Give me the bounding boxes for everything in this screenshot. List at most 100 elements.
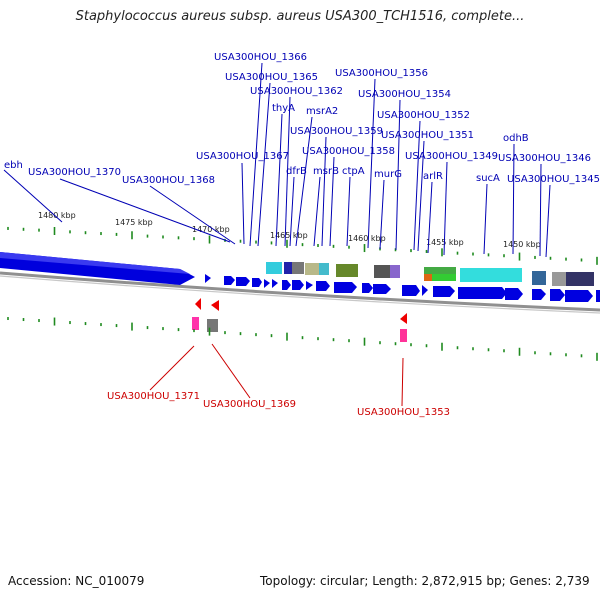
gene-label: USA300HOU_1367 (196, 151, 289, 162)
gene-label: USA300HOU_1351 (381, 130, 474, 141)
feature-box (390, 265, 400, 278)
gene-arrow (292, 280, 304, 290)
gene-leader-line (443, 161, 448, 256)
scale-label: 1460 kbp (348, 234, 386, 243)
gene-leader-line (417, 140, 425, 252)
accession-text: Accession: NC_010079 (8, 574, 145, 588)
scale-labels: 1480 kbp 1475 kbp 1470 kbp 1465 kbp 1460 kbp… (38, 211, 541, 249)
gene-leader-line (59, 178, 231, 243)
scale-label: 1465 kbp (270, 231, 308, 240)
reverse-gene-arrow (195, 298, 201, 310)
gene-leader-line (275, 113, 283, 247)
gene-leader-line (379, 179, 385, 250)
gene-leader-line (367, 78, 376, 249)
feature-box (336, 264, 358, 277)
gene-leader-line (413, 120, 421, 251)
gene-arrow (252, 278, 262, 287)
reverse-feature-box (400, 329, 407, 342)
gene-leader-line (512, 143, 515, 255)
scale-label: 1480 kbp (38, 211, 76, 220)
forward-gene-track (205, 274, 600, 302)
gene-label: ebh (4, 160, 23, 171)
gene-label: USA300HOU_1356 (335, 68, 428, 79)
gene-arrow (264, 279, 270, 288)
reverse-feature-box (192, 317, 199, 330)
gene-arrow (282, 280, 291, 290)
gene-leader-line (545, 184, 551, 258)
feature-box (305, 263, 319, 275)
gene-label: msrA2 (306, 106, 338, 117)
gene-arrow (596, 290, 600, 302)
gene-label: murG (374, 169, 402, 180)
gene-arrow (316, 281, 330, 291)
feature-box (374, 265, 390, 278)
gene-label: odhB (503, 133, 529, 144)
gene-label: USA300HOU_1359 (290, 126, 383, 137)
gene-label: USA300HOU_1362 (250, 86, 343, 97)
gene-leader-line (289, 176, 295, 247)
feature-box (460, 268, 522, 282)
feature-box (424, 274, 432, 281)
gene-leader-line (3, 169, 63, 223)
gene-leader-line (149, 185, 236, 245)
gene-label: arlR (423, 171, 443, 182)
gene-arrow (205, 274, 211, 283)
feature-boxes (266, 262, 594, 286)
scale-label: 1475 kbp (115, 218, 153, 227)
gene-label: USA300HOU_1345 (507, 174, 600, 185)
gene-label: USA300HOU_1369 (203, 399, 296, 410)
gene-leader-line (329, 156, 335, 247)
gene-label: USA300HOU_1349 (405, 151, 498, 162)
gene-labels: ebhUSA300HOU_1370USA300HOU_1368USA300HOU… (3, 52, 600, 418)
gene-leader-line (241, 162, 245, 245)
gene-label: USA300HOU_1371 (107, 391, 200, 402)
feature-box (552, 272, 566, 286)
feature-box (284, 262, 292, 274)
gene-arrow (334, 282, 357, 293)
gene-arrow (565, 290, 593, 302)
gene-arrow (362, 283, 373, 293)
gene-label: USA300HOU_1370 (28, 167, 121, 178)
genome-backbone-shadow (0, 275, 600, 314)
gene-label: sucA (476, 173, 500, 184)
reverse-feature-box (207, 319, 218, 332)
gene-label: USA300HOU_1352 (377, 110, 470, 121)
gene-arrow (224, 276, 235, 285)
gene-arrow (402, 285, 420, 296)
gene-label: USA300HOU_1353 (357, 407, 450, 418)
gene-arrow (422, 285, 428, 296)
gene-label: USA300HOU_1366 (214, 52, 307, 63)
gene-label: ctpA (342, 166, 365, 177)
gene-leader-line (483, 183, 488, 255)
scale-label: 1470 kbp (192, 225, 230, 234)
gene-arrow (433, 286, 455, 297)
gene-arrow (236, 277, 250, 286)
gene-label: dfrB (286, 166, 307, 177)
gene-label: USA300HOU_1358 (302, 146, 395, 157)
map-title: Staphylococcus aureus subsp. aureus USA3… (75, 9, 525, 24)
gene-leader-line (427, 181, 433, 254)
gene-arrow (272, 279, 278, 288)
gene-label: USA300HOU_1365 (225, 72, 318, 83)
gene-leader-line (284, 96, 291, 247)
gene-leader-line (321, 136, 327, 247)
gene-leader-line (395, 99, 401, 251)
gene-arrow (505, 288, 523, 300)
genome-summary-text: Topology: circular; Length: 2,872,915 bp… (260, 574, 590, 588)
gene-leader-line (149, 345, 195, 391)
ebh-gene-shade (0, 252, 190, 274)
feature-box (319, 263, 329, 275)
feature-box (292, 262, 304, 274)
feature-box (432, 274, 456, 281)
feature-box (424, 267, 456, 274)
gene-leader-line (346, 176, 351, 247)
reverse-gene-arrow (400, 313, 407, 324)
gene-label: msrB (313, 166, 339, 177)
gene-leader-line (313, 176, 321, 247)
genome-backbone (0, 271, 600, 312)
reverse-gene-track (192, 298, 407, 342)
scale-label: 1450 kbp (503, 240, 541, 249)
gene-leader-line (401, 357, 404, 407)
gene-leader-line (539, 163, 542, 257)
reverse-gene-arrow (211, 300, 219, 311)
